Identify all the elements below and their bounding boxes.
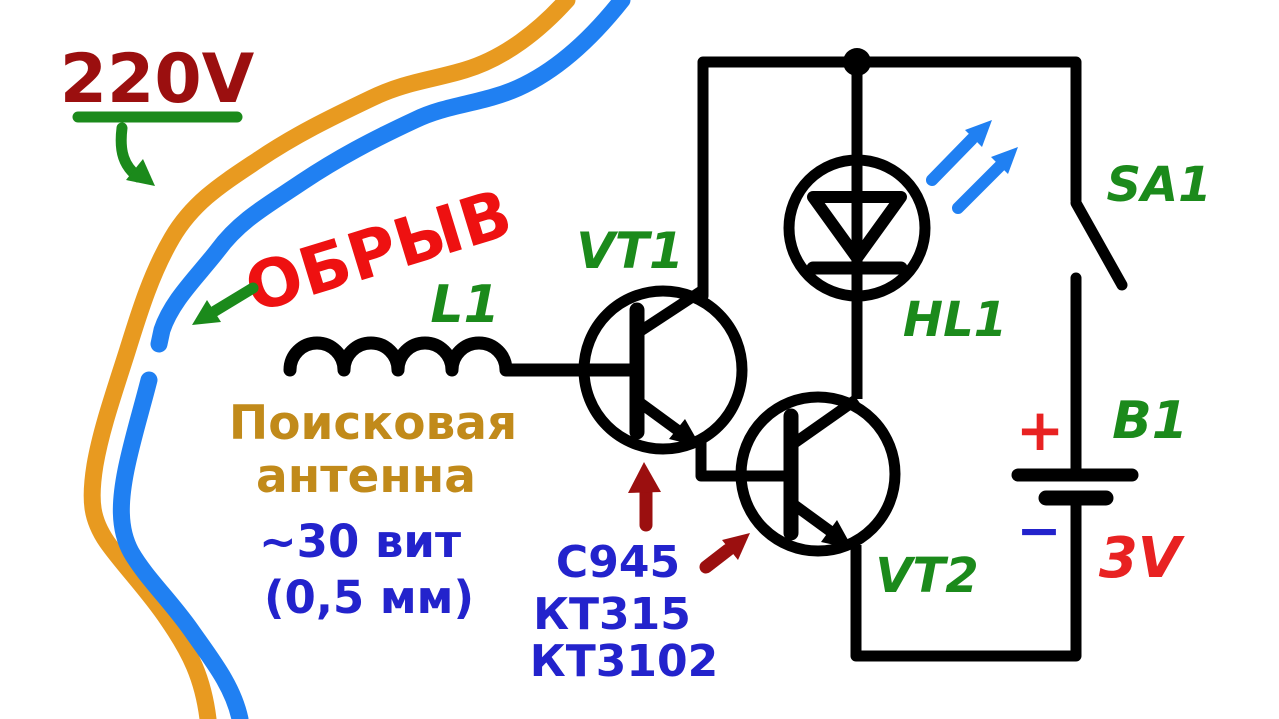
- antenna-caption-line1: Поисковая: [229, 396, 517, 451]
- battery-label: B1: [1112, 391, 1188, 451]
- coil-label: L1: [430, 275, 499, 335]
- vt1-emitter: [635, 397, 684, 437]
- switch-label: SA1: [1106, 157, 1211, 213]
- vt1-label: VT1: [576, 222, 684, 280]
- transistor-type-1: C945: [556, 537, 680, 588]
- transistor-types: C945 КТ315 КТ3102: [530, 462, 750, 687]
- coil-turns-label: ~30 вит: [259, 515, 461, 568]
- mains-wire-orange: [83, 0, 576, 719]
- vt2-collector: [789, 394, 861, 449]
- battery-plus-label: +: [1016, 396, 1065, 464]
- mains-arrow-head: [126, 159, 155, 186]
- vt1-to-vt2-wire: [695, 440, 791, 482]
- type-arrow-ne-head: [722, 533, 750, 560]
- led-triangle: [807, 191, 907, 264]
- antenna-caption-line2: антенна: [256, 449, 476, 504]
- led-light-arrow-2-shaft: [952, 159, 1007, 214]
- top-rail-and-vt1-collector-wire: [697, 56, 1082, 302]
- led-label: HL1: [903, 292, 1007, 348]
- battery-b1: + − B1 3V: [1011, 391, 1188, 591]
- search-coil: L1 Поисковая антенна ~30 вит (0,5 мм): [229, 275, 748, 624]
- circuit-rails: [697, 48, 1082, 662]
- vt2-label: VT2: [875, 548, 978, 604]
- type-arrow-ne-shaft: [699, 543, 735, 574]
- mains-annotation: 220V: [60, 40, 255, 186]
- led-light-arrow-2-head: [991, 147, 1018, 174]
- switch-sa1: SA1: [1070, 157, 1212, 476]
- junction-dot: [843, 48, 871, 76]
- vt1-collector: [635, 285, 707, 337]
- coil-wire-diameter-label: (0,5 мм): [264, 571, 474, 624]
- vt1-emitter-arrowhead: [669, 419, 701, 447]
- led-circle: [783, 154, 931, 302]
- battery-voltage-label: 3V: [1099, 526, 1186, 591]
- break-arrow-shaft: [209, 282, 259, 317]
- vt2-emitter-arrowhead: [821, 520, 853, 549]
- mains-wire-blue-lower: [112, 371, 249, 719]
- hidden-wiring: [83, 0, 631, 719]
- break-arrow-head: [192, 300, 221, 325]
- battery-minus-label: −: [1016, 499, 1061, 562]
- led-light-arrow-1-head: [965, 120, 992, 147]
- switch-lever: [1070, 197, 1128, 291]
- coil-symbol: [283, 336, 644, 377]
- vt2-emitter: [789, 499, 834, 536]
- transistor-type-2: КТ315: [533, 589, 691, 640]
- transistor-vt1: VT1: [576, 222, 707, 447]
- mains-wire-blue-upper: [150, 0, 631, 353]
- type-arrow-up-head: [628, 462, 661, 493]
- led-hl1: HL1: [783, 120, 1018, 348]
- mains-voltage-label: 220V: [60, 40, 255, 119]
- transistor-type-3: КТ3102: [530, 636, 718, 687]
- led-light-arrow-1-shaft: [926, 133, 978, 186]
- bottom-rail-wire: [850, 499, 1082, 662]
- transistor-vt2: VT2: [695, 391, 979, 604]
